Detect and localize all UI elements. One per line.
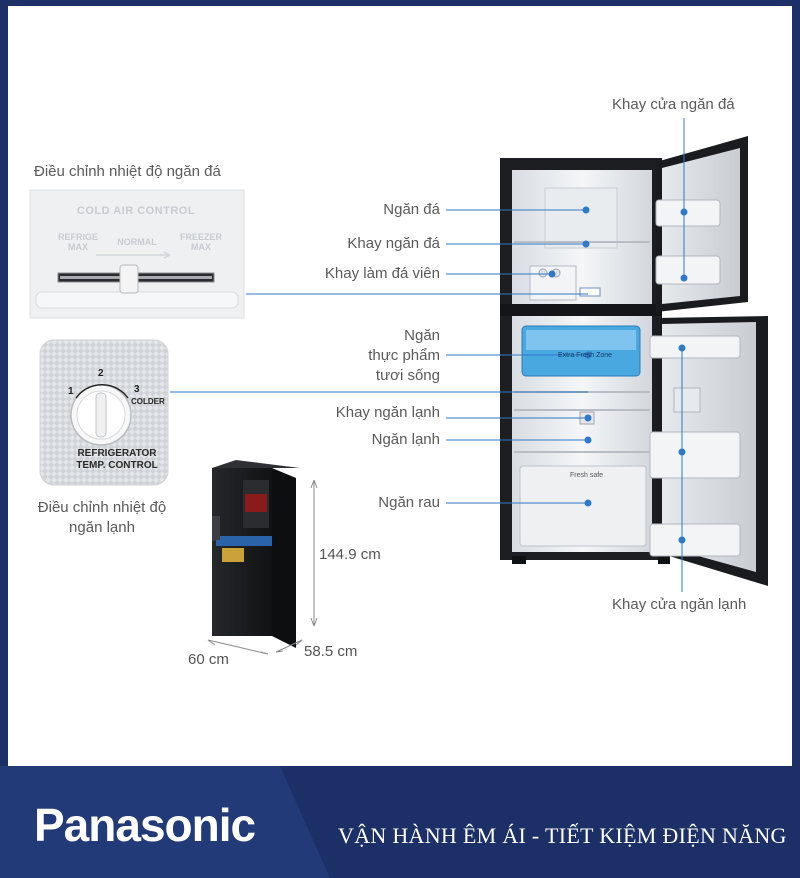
dot-veg <box>584 499 592 507</box>
dot-ice-tray <box>548 270 556 278</box>
label-freezer-tray: Khay ngăn đá <box>347 235 440 252</box>
slider-right-label: FREEZER MAX <box>180 232 223 252</box>
slider-title: COLD AIR CONTROL <box>76 205 196 217</box>
fridge-dimension-illustration <box>207 460 318 655</box>
fridge-control-panel <box>39 339 169 486</box>
leader-lines <box>170 118 688 592</box>
label-fresh-line2: thực phẩm <box>368 347 440 364</box>
vegetable-crisper <box>519 465 647 547</box>
label-fridge-tray: Khay ngăn lạnh <box>335 404 440 421</box>
dial-colder: COLDER <box>131 397 165 406</box>
brand-logo: Panasonic <box>34 799 256 851</box>
footer-brand-band <box>0 766 330 878</box>
dial-number-1: 1 <box>68 386 74 397</box>
dot-freezer-door-2 <box>680 274 688 282</box>
label-vegetable-drawer: Ngăn rau <box>378 494 440 511</box>
dot-fresh-zone <box>584 351 592 359</box>
label-ice-tray: Khay làm đá viên <box>324 265 440 282</box>
dial-number-3: 3 <box>134 384 140 395</box>
open-fridge-illustration <box>500 136 768 586</box>
fresh-safe-print: Fresh safe <box>570 472 604 479</box>
label-fridge-door-tray: Khay cửa ngăn lạnh <box>612 596 747 613</box>
label-fridge-temp-line1: Điều chỉnh nhiệt độ <box>37 499 167 516</box>
label-fridge-temp-line2: ngăn lạnh <box>69 519 135 536</box>
label-fresh-line1: Ngăn <box>404 327 440 344</box>
dot-fridge-tray <box>584 414 592 422</box>
dimension-height: 144.9 cm <box>319 546 381 563</box>
dimension-width: 60 cm <box>188 651 229 668</box>
label-freezer-temp-control: Điều chỉnh nhiệt độ ngăn đá <box>34 163 221 180</box>
label-freezer: Ngăn đá <box>383 201 440 218</box>
dot-fridge-door-1 <box>678 344 686 352</box>
dial-number-2: 2 <box>98 368 104 379</box>
dot-freezer-door-1 <box>680 208 688 216</box>
dial-caption-line1: REFRIGERATOR <box>77 448 157 459</box>
fresh-zone-print: Extra Fresh Zone <box>558 352 613 359</box>
dot-freezer-tray <box>582 240 590 248</box>
dot-freezer <box>582 206 590 214</box>
label-fresh-line3: tươi sống <box>375 367 440 384</box>
dial-caption: REFRIGERATOR TEMP. CONTROL <box>62 448 172 472</box>
freezer-control-panel <box>29 189 245 319</box>
dot-fridge <box>584 436 592 444</box>
label-freezer-door-tray: Khay cửa ngăn đá <box>612 96 735 113</box>
dot-fridge-door-3 <box>678 536 686 544</box>
label-fridge: Ngăn lạnh <box>371 431 440 448</box>
footer-slogan: VẬN HÀNH ÊM ÁI - TIẾT KIỆM ĐIỆN NĂNG <box>338 823 787 848</box>
dial-caption-line2: TEMP. CONTROL <box>76 460 158 471</box>
slider-center-label: NORMAL <box>117 237 157 247</box>
slider-left-label: REFRIGE MAX <box>58 232 99 252</box>
dimension-depth: 58.5 cm <box>304 643 358 660</box>
dot-fridge-door-2 <box>678 448 686 456</box>
